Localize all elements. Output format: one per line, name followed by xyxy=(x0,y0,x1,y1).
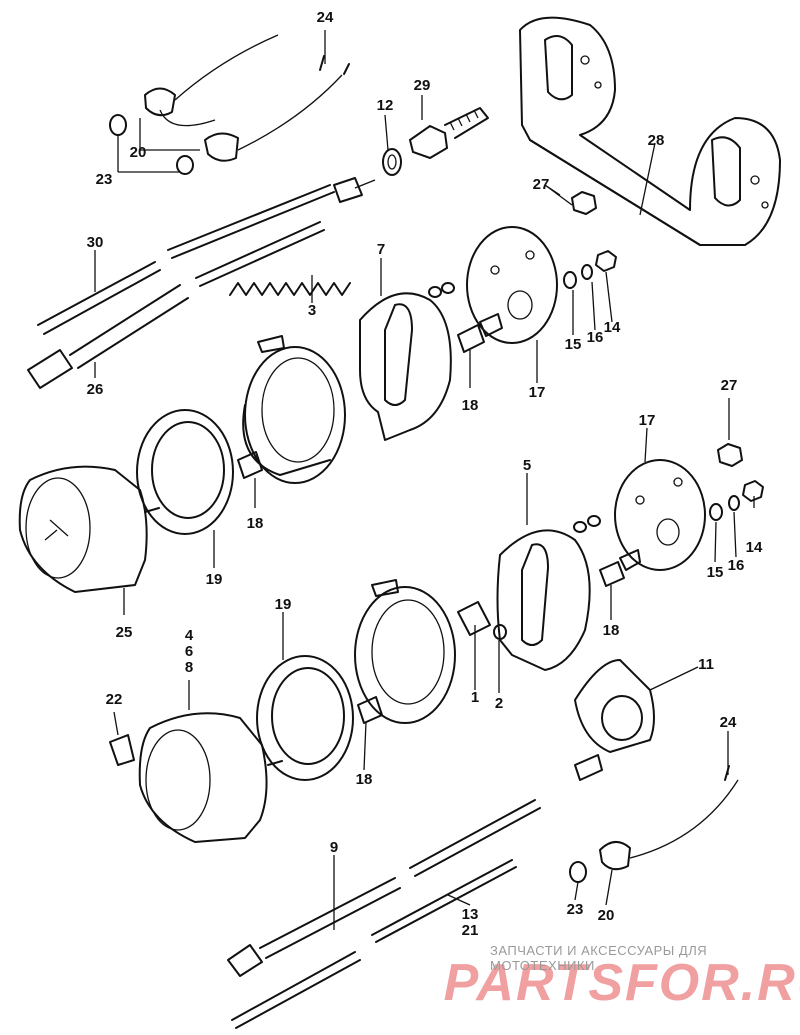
washer-part-12 xyxy=(382,148,402,176)
callout-18-c: 18 xyxy=(602,622,620,639)
callout-4-6-8: 4 6 8 xyxy=(184,627,194,676)
washers-lower xyxy=(573,443,764,533)
callout-11: 11 xyxy=(698,656,714,673)
callout-17-lower: 17 xyxy=(638,412,656,429)
callout-19-lower: 19 xyxy=(274,596,292,613)
bulb-socket-wires-top xyxy=(109,34,350,175)
watermark-logo: PARTSFOR.RU xyxy=(444,954,800,1012)
callout-17-upper: 17 xyxy=(528,384,546,401)
callout-7: 7 xyxy=(376,241,386,258)
callout-2: 2 xyxy=(494,695,504,712)
spring-part-3 xyxy=(229,282,351,296)
housing-ring-upper xyxy=(242,335,346,484)
bushing-part-18-b xyxy=(237,451,263,479)
watermark-tagline: ЗАПЧАСТИ И АКСЕССУАРЫ ДЛЯ МОТОТЕХНИКИ xyxy=(490,943,708,973)
bushing-part-18-a xyxy=(457,313,503,353)
bulb-part-22 xyxy=(109,734,135,766)
mounting-plate-part-17-upper xyxy=(466,226,558,344)
housing-ring-lower xyxy=(354,579,456,724)
cable-part-26 xyxy=(27,221,325,389)
callout-1: 1 xyxy=(470,689,480,706)
callout-18-d: 18 xyxy=(355,771,373,788)
callout-25: 25 xyxy=(115,624,133,641)
callout-15-lower: 15 xyxy=(706,564,724,581)
callout-24-top: 24 xyxy=(316,9,334,26)
fitting-part-29 xyxy=(408,107,489,160)
callout-26: 26 xyxy=(86,381,104,398)
gauge-cup-part-5 xyxy=(496,529,591,671)
callout-18-b: 18 xyxy=(246,515,264,532)
callout-20-top: 20 xyxy=(129,144,147,161)
bezel-ring-part-19-lower xyxy=(256,655,354,781)
callout-16-lower: 16 xyxy=(727,557,745,574)
cable-part-30 xyxy=(37,177,376,335)
callout-28: 28 xyxy=(647,132,665,149)
callout-20-bottom: 20 xyxy=(597,907,615,924)
callout-27-lower: 27 xyxy=(720,377,738,394)
callout-22: 22 xyxy=(105,691,123,708)
drive-unit-part-11 xyxy=(574,659,655,781)
screw-part-1-washer-part-2 xyxy=(457,601,507,640)
mounting-plate-part-17-lower xyxy=(614,459,706,571)
callout-13-21: 13 21 xyxy=(461,906,479,939)
cable-part-9 xyxy=(227,799,541,977)
callout-27-upper: 27 xyxy=(532,176,550,193)
bracket-part-28 xyxy=(519,16,781,246)
callout-18-a: 18 xyxy=(461,397,479,414)
bushing-part-18-c xyxy=(599,549,641,587)
leader-lines xyxy=(94,30,755,930)
callout-15-upper: 15 xyxy=(564,336,582,353)
bulb-socket-wires-bottom xyxy=(569,765,739,883)
callout-23-top: 23 xyxy=(95,171,113,188)
cable-part-13-21 xyxy=(231,859,517,1029)
gauge-cup-part-7 xyxy=(359,292,452,441)
callout-16-upper: 16 xyxy=(586,329,604,346)
callout-14-lower: 14 xyxy=(745,539,763,556)
callout-23-bottom: 23 xyxy=(566,901,584,918)
callout-24-bottom: 24 xyxy=(719,714,737,731)
callout-12: 12 xyxy=(376,97,394,114)
callout-30: 30 xyxy=(86,234,104,251)
bezel-ring-part-19-upper xyxy=(136,409,234,535)
callout-5: 5 xyxy=(522,457,532,474)
bushing-part-18-d xyxy=(357,696,383,724)
callout-19-upper: 19 xyxy=(205,571,223,588)
callout-14-upper: 14 xyxy=(603,319,621,336)
gauge-part-25 xyxy=(18,465,160,593)
gauge-part-4-6-8 xyxy=(138,712,283,843)
washers-upper xyxy=(428,191,617,298)
callout-9: 9 xyxy=(329,839,339,856)
callout-29: 29 xyxy=(413,77,431,94)
callout-3: 3 xyxy=(307,302,317,319)
